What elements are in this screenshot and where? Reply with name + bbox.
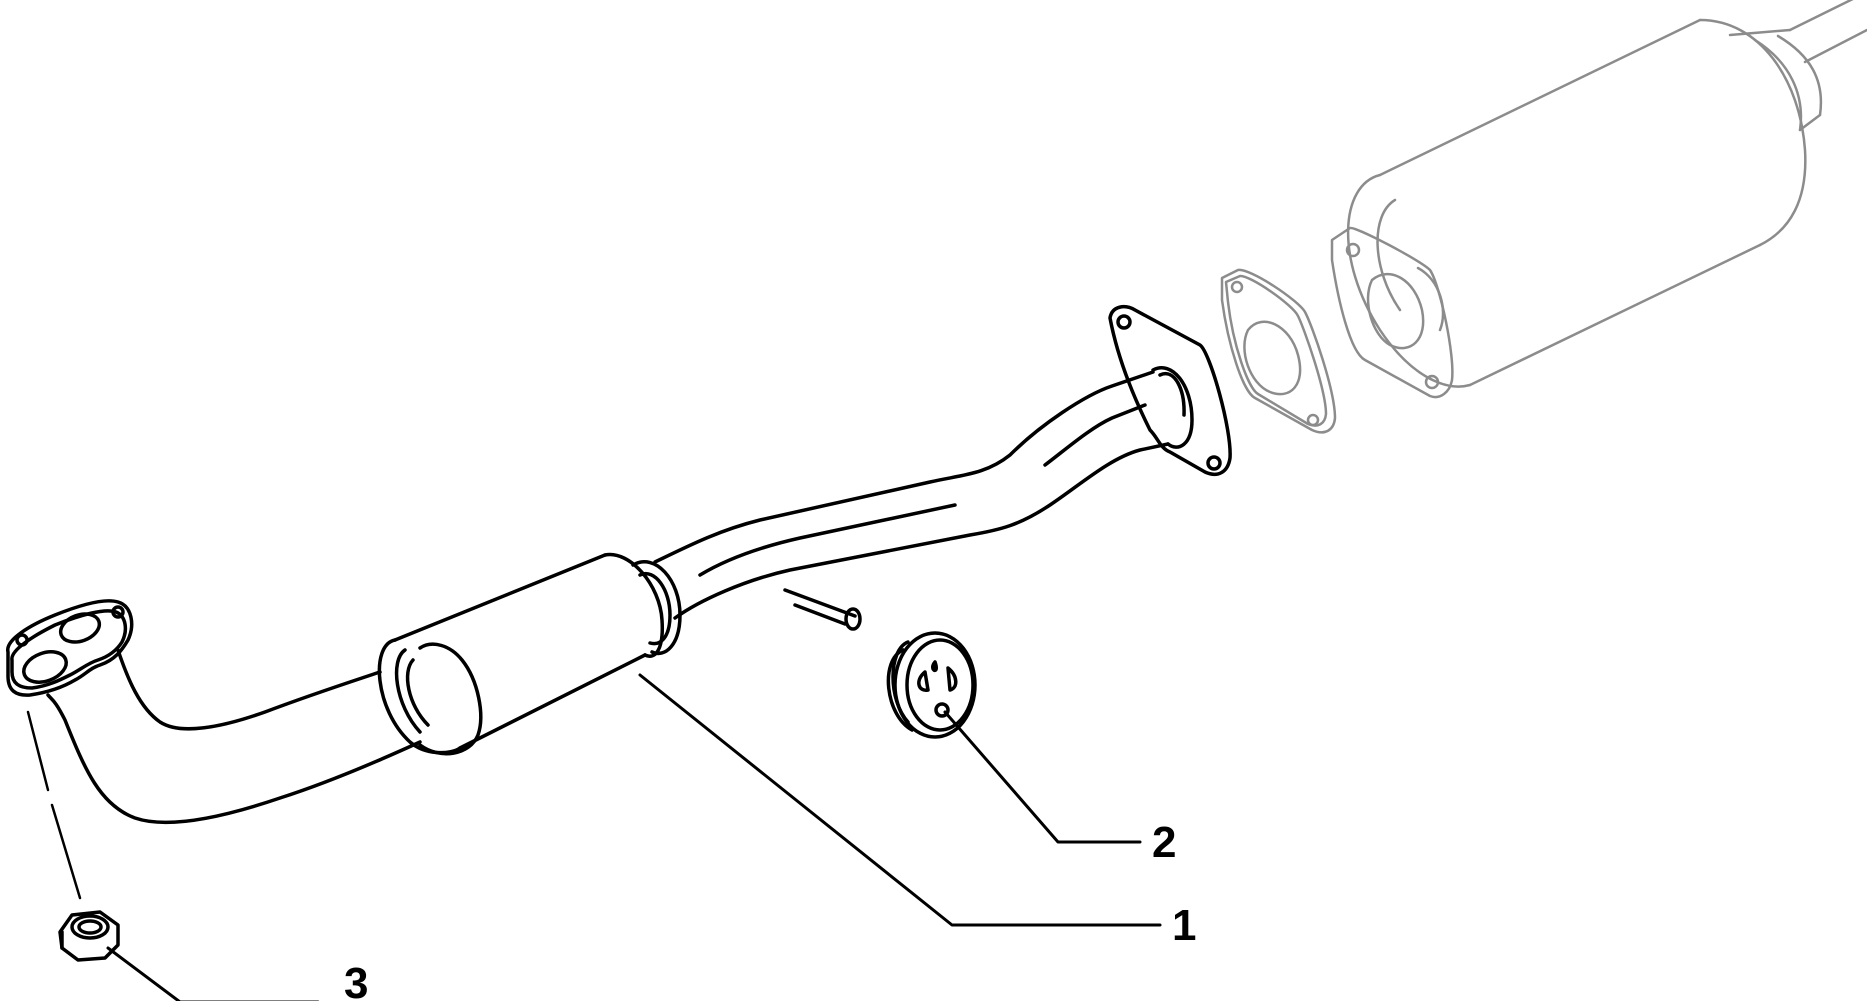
callout-2: 2 [1152,818,1176,867]
callout-3: 3 [344,959,368,1001]
callout-1: 1 [1172,901,1196,950]
front-exhaust-pipe [6,304,1232,825]
flange-nut [58,910,120,962]
flange-gasket [1220,268,1337,434]
catalytic-converter [1330,0,1867,399]
stud-axis-line [26,710,82,900]
leader-line-3 [106,946,320,1001]
leader-line-1 [638,673,1162,927]
leader-line-2 [943,710,1142,844]
rubber-hanger [886,631,977,739]
